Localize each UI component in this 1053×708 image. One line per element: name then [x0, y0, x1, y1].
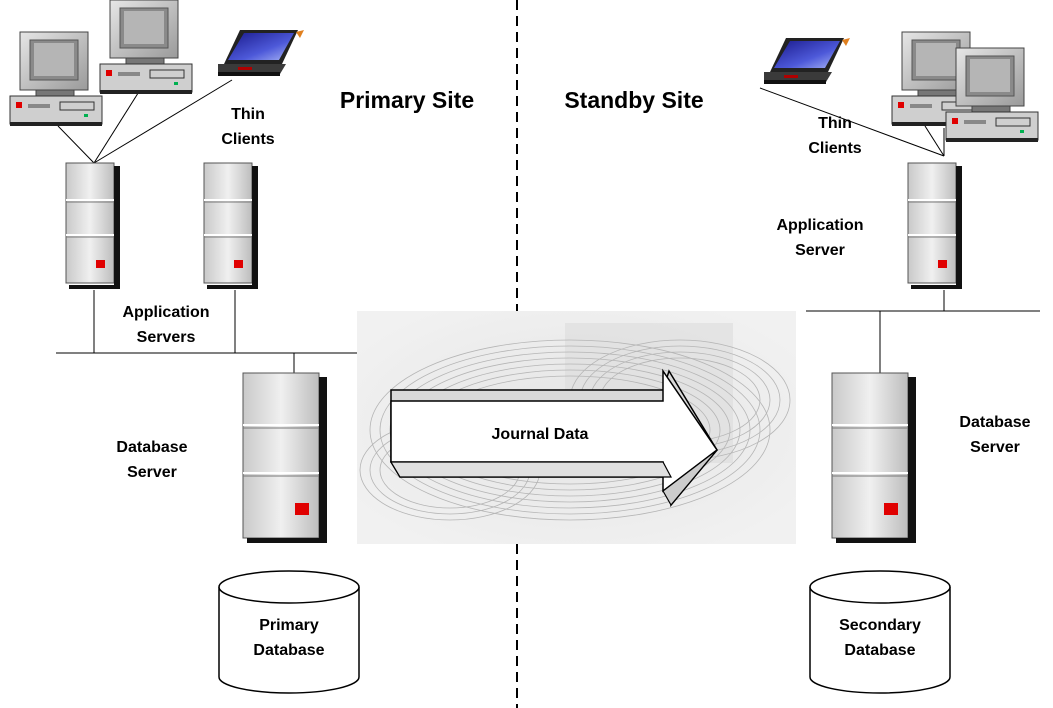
standby-db-label-2: Server [970, 439, 1020, 456]
primary-laptop [218, 30, 304, 76]
standby-desktop-front [945, 47, 1039, 143]
standby-client-links [759, 87, 945, 157]
standby-thin-label-2: Clients [808, 140, 861, 157]
standby-app-links [806, 290, 1040, 373]
standby-app-server [907, 162, 963, 290]
primary-app-label-2: Servers [137, 329, 196, 346]
primary-app-server-2 [203, 162, 259, 290]
primary-desktop-front [9, 31, 103, 127]
journal-arrow [389, 368, 719, 508]
primary-thin-label-2: Clients [221, 131, 274, 148]
primary-thin-label-1: Thin [231, 106, 265, 123]
primary-db-label-2: Server [127, 464, 177, 481]
primary-app-links [56, 290, 357, 373]
journal-data-label: Journal Data [492, 426, 589, 443]
standby-laptop [764, 38, 850, 84]
standby-app-label-2: Server [795, 242, 845, 259]
standby-db-label-1: Database [959, 414, 1030, 431]
standby-db-server [831, 372, 917, 544]
primary-db-label-1: Database [116, 439, 187, 456]
primary-site-title: Primary Site [340, 87, 474, 113]
primary-database-label-2: Database [253, 642, 324, 659]
primary-database-label-1: Primary [259, 617, 319, 634]
secondary-database-label-2: Database [844, 642, 915, 659]
primary-db-server [242, 372, 328, 544]
primary-app-server-1 [65, 162, 121, 290]
secondary-database-label-1: Secondary [839, 617, 921, 634]
standby-app-label-1: Application [776, 217, 863, 234]
standby-thin-label-1: Thin [818, 115, 852, 132]
primary-desktop-rear [99, 0, 193, 95]
standby-site-title: Standby Site [564, 87, 703, 113]
primary-app-label-1: Application [122, 304, 209, 321]
primary-client-links [57, 79, 233, 164]
